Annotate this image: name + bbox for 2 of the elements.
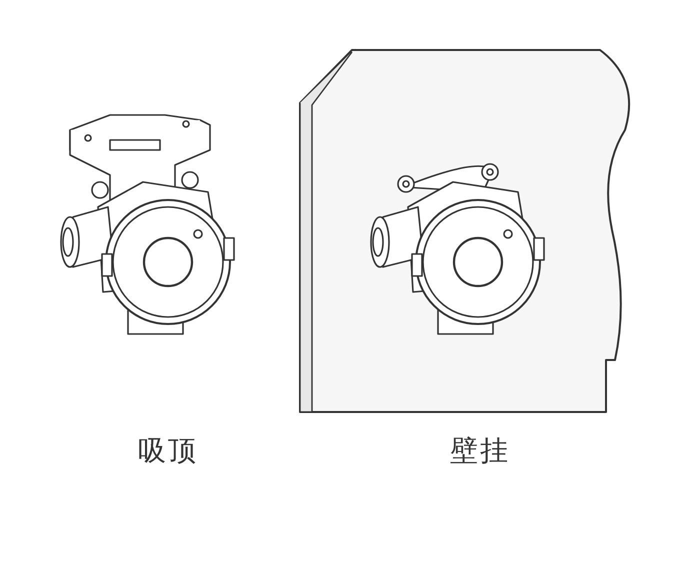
mount-caption: 吸顶 <box>138 433 198 469</box>
mount-caption: 壁挂 <box>450 433 510 469</box>
